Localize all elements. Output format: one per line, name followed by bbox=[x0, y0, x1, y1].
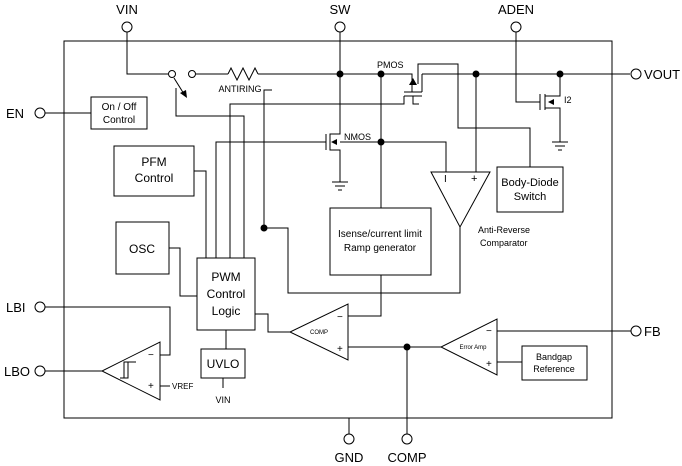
antiring-resistor bbox=[227, 66, 259, 82]
anti-reverse-minus: I bbox=[444, 174, 447, 185]
bandgap-line-2: Reference bbox=[533, 364, 575, 374]
i2-ground bbox=[552, 141, 568, 151]
lbi-pin bbox=[34, 301, 46, 313]
comp-pin-label: COMP bbox=[388, 450, 427, 465]
uvlo-label: UVLO bbox=[207, 357, 240, 371]
pmos-arrow bbox=[409, 78, 417, 85]
switch-arm-arrow bbox=[180, 90, 187, 98]
switch-control-wire bbox=[175, 88, 245, 262]
vref-label: VREF bbox=[172, 382, 193, 391]
bandgap-line-1: Bandgap bbox=[536, 352, 572, 362]
gnd-pin bbox=[343, 433, 355, 445]
switch-contact-left bbox=[168, 70, 176, 78]
osc-block bbox=[115, 221, 170, 275]
sw-pin bbox=[334, 21, 346, 33]
hysteresis-symbol bbox=[120, 361, 136, 379]
pwm-control-logic-line-1: PWM bbox=[211, 270, 240, 284]
nmos-arrow bbox=[331, 139, 337, 145]
error-amp-minus: − bbox=[486, 326, 492, 337]
lbi-pin-label: LBI bbox=[6, 300, 26, 315]
switch-contact-right bbox=[188, 70, 196, 78]
ic-outline bbox=[63, 40, 613, 419]
aden-wire bbox=[515, 32, 540, 103]
pfm-control-line-1: PFM bbox=[141, 155, 166, 169]
osc-label: OSC bbox=[129, 242, 155, 256]
vout-pin bbox=[630, 68, 642, 80]
on-off-control-line-1: On / Off bbox=[102, 102, 137, 113]
lbi-wire bbox=[45, 306, 171, 356]
pwm-feedback-wire bbox=[263, 89, 272, 228]
low-battery-comparator bbox=[100, 341, 161, 401]
isense-line-1: Isense/current limit bbox=[338, 229, 422, 240]
en-pin-label: EN bbox=[6, 106, 24, 121]
nmos-sense-wire bbox=[340, 141, 447, 172]
error-amp-plus: + bbox=[486, 359, 492, 370]
fb-pin-label: FB bbox=[644, 324, 661, 339]
body-diode-switch-line-1: Body-Diode bbox=[501, 177, 558, 189]
pmos-label: PMOS bbox=[377, 60, 404, 70]
sw-pin-label: SW bbox=[330, 2, 352, 17]
vout-pin-label: VOUT bbox=[644, 67, 680, 82]
low-battery-minus: − bbox=[148, 350, 154, 361]
pmos-gate bbox=[229, 96, 405, 262]
aden-pin-label: ADEN bbox=[498, 2, 534, 17]
pwm-comparator-minus: − bbox=[337, 312, 343, 323]
aden-pin bbox=[510, 21, 522, 33]
anti-reverse-label-2: Comparator bbox=[480, 238, 528, 248]
pmos-body bbox=[404, 73, 423, 105]
error-amplifier bbox=[439, 318, 498, 376]
nmos-drain bbox=[329, 126, 341, 182]
bandgap-reference-block bbox=[521, 345, 588, 381]
pwm-comparator bbox=[288, 303, 349, 361]
vin-wire bbox=[126, 32, 168, 75]
osc-to-pwm-wire bbox=[169, 247, 197, 297]
pfm-control-block bbox=[113, 145, 195, 197]
uvlo-vin-label: VIN bbox=[215, 395, 230, 405]
gnd-pin-label: GND bbox=[335, 450, 364, 465]
anti-reverse-plus: + bbox=[471, 173, 477, 185]
fb-pin bbox=[630, 325, 642, 337]
anti-reverse-label-1: Anti-Reverse bbox=[478, 225, 530, 235]
pwm-comparator-label: COMP bbox=[310, 330, 328, 336]
body-diode-switch-line-2: Switch bbox=[514, 191, 546, 203]
error-amp-label: Error Amp bbox=[459, 345, 487, 351]
pfm-to-pwm-wire bbox=[194, 170, 207, 262]
lbo-pin bbox=[34, 365, 46, 377]
nmos-label: NMOS bbox=[344, 132, 371, 142]
low-battery-plus: + bbox=[148, 381, 154, 392]
vin-pin-label: VIN bbox=[116, 2, 138, 17]
on-off-control-block bbox=[90, 96, 148, 130]
nmos-gate-wire bbox=[215, 141, 326, 262]
antiring-label: ANTIRING bbox=[218, 84, 261, 94]
isense-to-comp-wire bbox=[348, 275, 382, 317]
i2-transistor bbox=[539, 74, 561, 142]
pwm-control-logic-line-3: Logic bbox=[212, 304, 241, 318]
comp-pin bbox=[401, 433, 413, 445]
pwm-control-logic-block bbox=[196, 257, 256, 331]
isense-ramp-generator-block bbox=[329, 207, 432, 276]
body-diode-switch-block bbox=[496, 166, 564, 213]
anti-reverse-comparator bbox=[430, 171, 491, 229]
lbo-pin-label: LBO bbox=[4, 364, 30, 379]
on-off-control-line-2: Control bbox=[103, 115, 135, 126]
nmos-ground bbox=[332, 181, 348, 191]
i2-arrow bbox=[548, 99, 554, 105]
pwm-control-logic-line-2: Control bbox=[207, 287, 246, 301]
sw-junction bbox=[336, 70, 344, 78]
vin-pin bbox=[121, 21, 133, 33]
switch-arm bbox=[173, 77, 185, 95]
pwm-comparator-plus: + bbox=[337, 344, 343, 355]
en-pin bbox=[34, 107, 46, 119]
isense-line-2: Ramp generator bbox=[344, 243, 417, 254]
pfm-control-line-2: Control bbox=[135, 171, 174, 185]
pmos-bulk-wire bbox=[417, 63, 531, 167]
comparator-to-pwm-wire bbox=[255, 313, 290, 333]
i2-label: I2 bbox=[564, 95, 572, 105]
anti-reverse-output-wire bbox=[264, 227, 461, 294]
